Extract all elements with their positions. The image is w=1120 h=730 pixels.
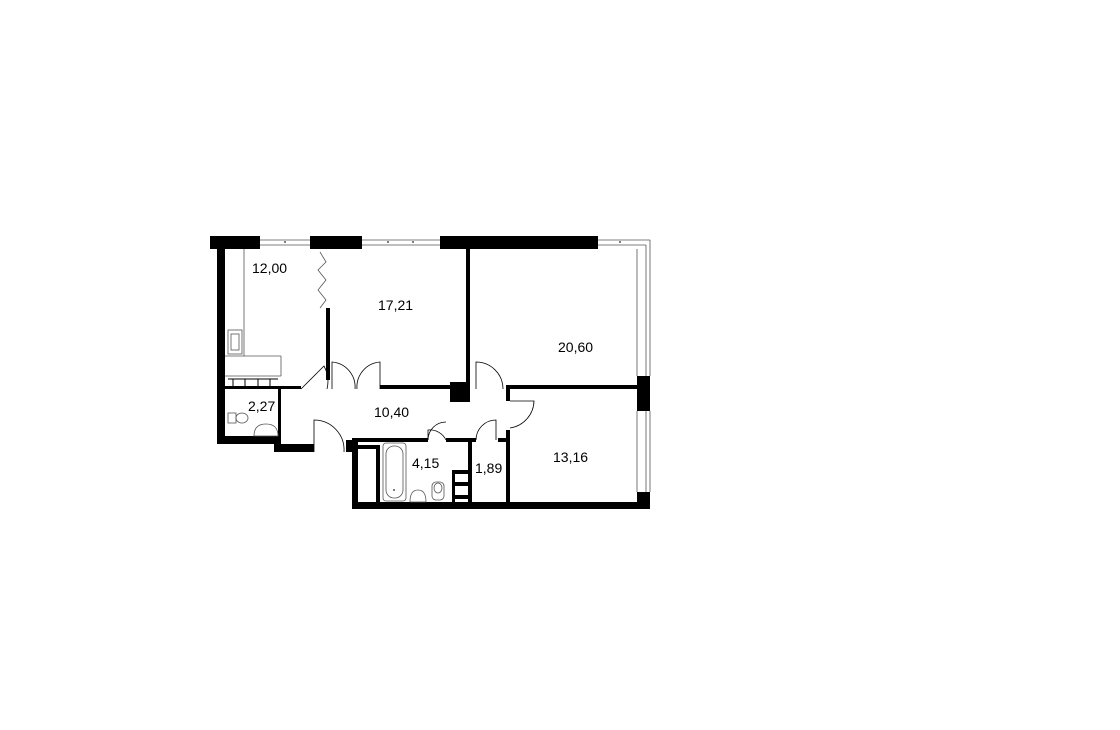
toilet-2-icon (431, 481, 445, 501)
wall-left (217, 249, 225, 443)
wall-kitchen-living (326, 308, 330, 380)
walls (210, 236, 650, 509)
door-bathroom (427, 429, 447, 441)
wall-hall-storage (498, 438, 510, 442)
area-hallway: 10,40 (374, 404, 409, 420)
wall-bottom (352, 502, 650, 509)
folding-partition (317, 251, 327, 309)
area-bathroom: 4,15 (412, 455, 439, 471)
door-kitchen (300, 365, 329, 390)
sink-icon (227, 329, 243, 355)
wall-bottom-left-2 (274, 444, 314, 452)
wall-bedroom-small-top (506, 389, 510, 401)
door-living-1 (331, 361, 356, 390)
wall-bedrooms (506, 385, 637, 389)
wc-fixtures (227, 412, 279, 437)
wall-hall-bath-1 (352, 438, 428, 442)
doors (300, 361, 535, 453)
wall-wc-right (278, 389, 281, 444)
wall-bath-niche (358, 445, 376, 449)
washbasin-icon (253, 423, 279, 437)
toilet-tank-icon (227, 412, 237, 424)
bathroom-fixtures (382, 442, 468, 503)
windows (260, 239, 651, 492)
wall-hall-bath-2 (446, 438, 476, 442)
wall-storage-right (506, 430, 510, 502)
wall-living-hall (380, 385, 450, 389)
wall-top-1 (210, 236, 260, 249)
wall-right-mid (637, 376, 650, 411)
wall-top-2 (310, 236, 362, 249)
door-wc (313, 419, 345, 453)
wall-bottom-left (217, 436, 281, 444)
wall-living-bedroom (466, 249, 470, 389)
door-bedroom-small (509, 400, 535, 429)
wall-top-3 (440, 236, 598, 249)
area-bedroom-small: 13,16 (553, 449, 588, 465)
door-living-2 (356, 361, 381, 390)
door-storage (475, 419, 497, 441)
area-living: 17,21 (378, 297, 413, 313)
wall-wc-top (225, 386, 301, 389)
area-bathroom-small: 2,27 (248, 398, 275, 414)
bathtub-icon (382, 442, 407, 502)
wall-bath-storage (468, 440, 472, 502)
area-bedroom-large: 20,60 (558, 339, 593, 355)
door-bedroom-large (475, 361, 504, 390)
wall-bath-left (352, 440, 358, 502)
column (450, 382, 470, 402)
kitchen-fixtures (225, 249, 327, 386)
room-labels: 12,00 17,21 20,60 2,27 10,40 4,15 1,89 1… (248, 260, 593, 476)
toilet-icon (235, 412, 249, 424)
wall-bath-inner (376, 445, 380, 502)
wall-post (346, 440, 352, 452)
area-kitchen: 12,00 (252, 260, 287, 276)
area-storage: 1,89 (475, 460, 502, 476)
washbasin-2-icon (409, 489, 427, 503)
